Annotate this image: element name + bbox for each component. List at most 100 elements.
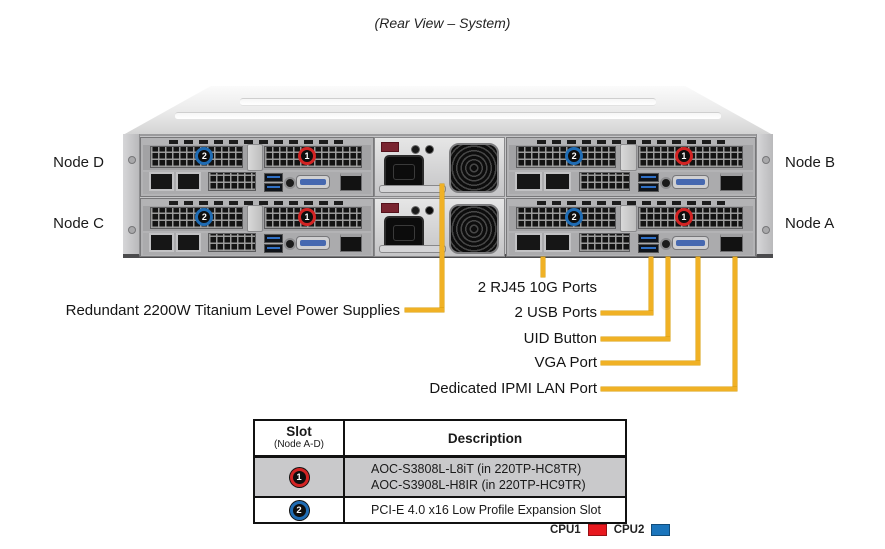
node-d-module: 2 1 <box>140 137 374 197</box>
io-panel <box>143 233 371 255</box>
ipmi-callout-label: Dedicated IPMI LAN Port <box>429 380 597 397</box>
psu-fan-grille <box>449 143 499 193</box>
vga-callout-label: VGA Port <box>534 354 597 371</box>
expansion-slot-row: 2 1 <box>509 205 753 232</box>
slot2-badge: 2 <box>195 147 214 165</box>
psu-fan-grille <box>449 204 499 254</box>
io-panel <box>509 233 753 255</box>
expansion-slot-row: 2 1 <box>143 205 371 232</box>
usb-port <box>263 244 283 253</box>
rj45-10g-port <box>515 172 542 191</box>
vent-slits <box>536 201 726 205</box>
ipmi-lan-port <box>720 173 744 191</box>
slot1-badge: 1 <box>674 147 693 165</box>
description-cell: PCI-E 4.0 x16 Low Profile Expansion Slot <box>345 498 625 522</box>
io-panel <box>509 172 753 194</box>
psu-led <box>425 145 434 154</box>
slot-header-label: Slot <box>286 424 312 439</box>
table-row: 1 AOC-S3808L-L8iT (in 220TP-HC8TR) AOC-S… <box>255 458 625 498</box>
rj45-10g-port <box>515 233 542 252</box>
callout-line-ipmi-vertical <box>733 257 737 391</box>
slot1-badge: 1 <box>298 147 317 165</box>
screw-icon <box>128 156 136 164</box>
io-vent <box>578 233 630 252</box>
expansion-slot-row: 2 1 <box>509 144 753 171</box>
node-a-module: 2 1 <box>506 198 756 257</box>
usb-port <box>638 173 659 182</box>
usb-port <box>263 183 283 192</box>
slot-bracket <box>246 144 263 171</box>
rj45-callout-label: 2 RJ45 10G Ports <box>477 279 597 296</box>
expansion-slot-row: 2 1 <box>143 144 371 171</box>
slot-bracket <box>620 144 638 171</box>
psu-handle <box>379 245 446 253</box>
cpu1-legend-label: CPU1 <box>550 524 581 536</box>
vga-port <box>295 236 330 250</box>
node-b-module: 2 1 <box>506 137 756 197</box>
uid-button <box>284 177 297 189</box>
figure-title: (Rear View – System) <box>374 15 511 31</box>
slot-header-cell: Slot (Node A-D) <box>255 421 345 455</box>
callout-line-vga-horizontal <box>601 361 700 365</box>
description-line: AOC-S3808L-L8iT (in 220TP-HC8TR) <box>371 462 582 476</box>
rj45-10g-port <box>544 233 572 252</box>
usb-port <box>638 183 659 192</box>
ipmi-lan-port <box>340 234 362 252</box>
cpu-color-legend: CPU1 CPU2 <box>550 524 671 536</box>
psu-latch <box>381 203 399 213</box>
slot-bracket <box>246 205 263 232</box>
psu-led <box>425 206 434 215</box>
uid-button <box>660 177 673 189</box>
callout-line-psu-vertical <box>440 184 444 312</box>
callout-line-uid-vertical <box>666 257 670 341</box>
vga-port <box>295 175 330 189</box>
slot1-badge: 1 <box>674 208 693 226</box>
psu-led <box>411 206 420 215</box>
table-header-row: Slot (Node A-D) Description <box>255 421 625 458</box>
callout-line-uid-horizontal <box>601 337 670 341</box>
vent-slits <box>168 201 346 205</box>
slot1-badge: 1 <box>289 467 309 487</box>
uid-callout-label: UID Button <box>523 330 597 347</box>
slot-bracket <box>620 205 638 232</box>
callout-line-usb-vertical <box>649 257 653 315</box>
slot-cell: 1 <box>255 458 345 496</box>
psu-handle <box>379 185 446 193</box>
vent-slits <box>536 140 726 144</box>
uid-button <box>284 238 297 250</box>
slot1-badge: 1 <box>298 208 317 226</box>
screw-icon <box>762 156 770 164</box>
vent-slits <box>168 140 346 144</box>
cpu1-color-swatch <box>587 524 607 536</box>
io-vent <box>578 172 630 191</box>
slot2-badge: 2 <box>195 208 214 226</box>
callout-line-vga-vertical <box>696 257 700 365</box>
lid-groove <box>175 112 721 120</box>
description-line: AOC-S3908L-H8IR (in 220TP-HC9TR) <box>371 478 586 492</box>
screw-icon <box>128 226 136 234</box>
rj45-10g-port <box>176 172 202 191</box>
vga-port <box>672 236 710 250</box>
psu-led <box>411 145 420 154</box>
description-line: PCI-E 4.0 x16 Low Profile Expansion Slot <box>371 503 601 517</box>
callout-line-rj45 <box>541 257 545 277</box>
io-vent <box>207 172 256 191</box>
node-c-module: 2 1 <box>140 198 374 257</box>
screw-icon <box>762 226 770 234</box>
slot-cell: 2 <box>255 498 345 522</box>
rack-ear-right <box>756 134 773 258</box>
rj45-10g-port <box>176 233 202 252</box>
slot2-badge: 2 <box>289 500 309 520</box>
rj45-10g-port <box>148 233 174 252</box>
io-vent <box>207 233 256 252</box>
description-header-label: Description <box>447 430 523 446</box>
psu-callout-label: Redundant 2200W Titanium Level Power Sup… <box>65 302 400 319</box>
usb-port <box>638 234 659 243</box>
rack-ear-left <box>123 134 140 258</box>
callout-line-psu-horizontal <box>405 308 444 312</box>
callout-line-usb-horizontal <box>601 311 653 315</box>
rj45-10g-port <box>544 172 572 191</box>
usb-port <box>638 244 659 253</box>
node-a-label: Node A <box>785 215 835 232</box>
usb-port <box>263 173 283 182</box>
